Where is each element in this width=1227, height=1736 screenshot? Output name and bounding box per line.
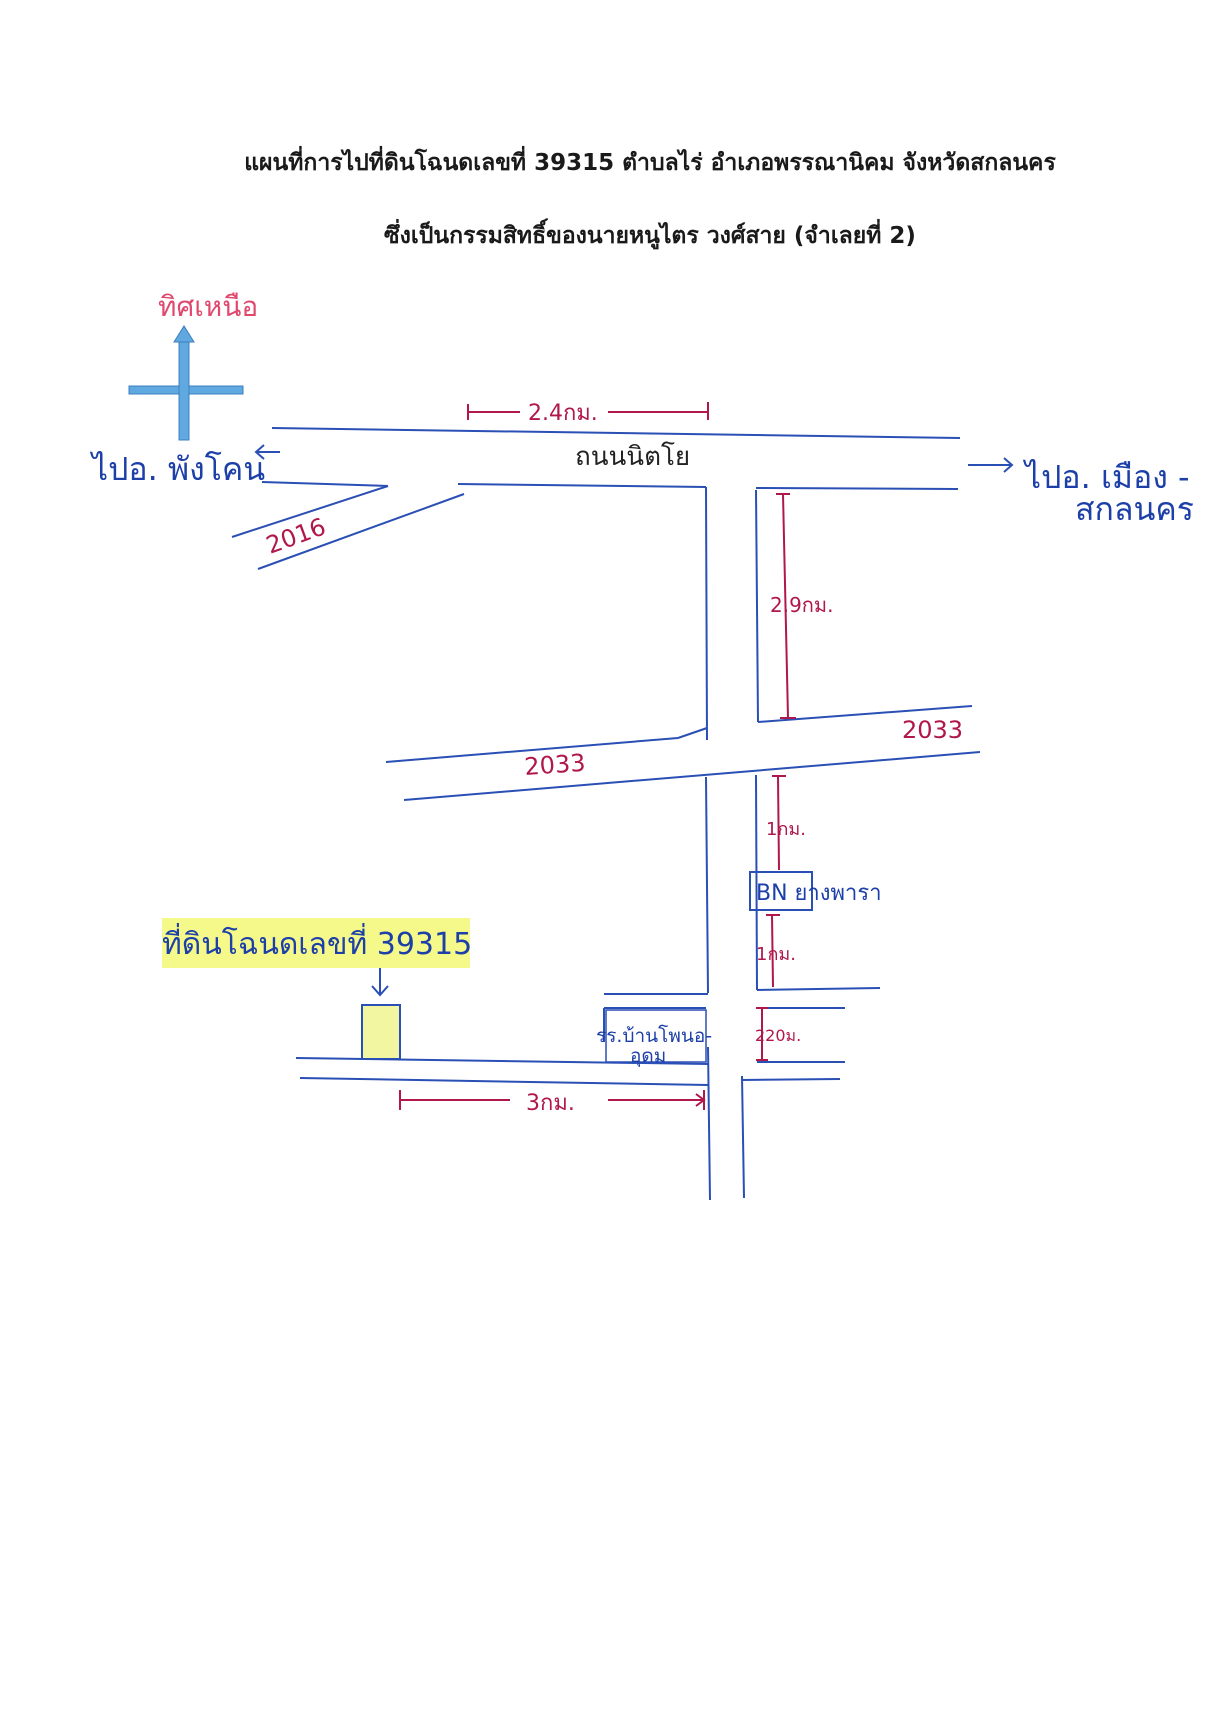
school-marker — [605, 1009, 707, 1063]
map-title-line-1: แผนที่การไปที่ดินโฉนดเลขที่ 39315 ตำบลไร… — [244, 150, 1056, 176]
arrow-west-icon — [254, 444, 280, 460]
dimension-220m — [756, 1007, 768, 1061]
distance-1km-lower: 1กม. — [756, 944, 796, 965]
main-road-name: ถนนนิตโย — [575, 441, 690, 472]
road-2016 — [231, 485, 465, 570]
parcel-label-highlight — [162, 918, 470, 968]
school-label-1: รร.บ้านโพนอ- — [596, 1024, 712, 1047]
label-to-mueang-1: ไปอ. เมือง - — [1022, 458, 1190, 496]
label-to-phang-khon: ไปอ. พังโคน — [89, 450, 265, 488]
arrow-east-icon — [968, 457, 1014, 473]
right-branch-road — [757, 705, 973, 723]
parcel-label: ที่ดินโฉนดเลขที่ 39315 — [162, 923, 472, 962]
road-2016-label: 2016 — [262, 512, 329, 559]
distance-2-9km: 2.9กม. — [770, 593, 833, 617]
rubber-shop-label: BN ยางพารา — [756, 881, 882, 906]
school-label-2: อุดม — [630, 1045, 666, 1068]
label-to-mueang-2: สกลนคร — [1075, 490, 1194, 528]
dimension-2-4km — [467, 402, 709, 420]
distance-220m: 220ม. — [755, 1026, 801, 1045]
dimension-3km — [399, 1090, 706, 1110]
road-2033 — [385, 727, 981, 801]
road-2033-right-label: 2033 — [902, 716, 963, 744]
distance-2-4km: 2.4กม. — [528, 401, 598, 426]
road-2033-left-label: 2033 — [523, 749, 586, 781]
central-road — [705, 486, 759, 1201]
land-parcel-marker — [361, 1004, 401, 1060]
map-title-line-2: ซึ่งเป็นกรรมสิทธิ์ของนายหนูไตร วงศ์สาย (… — [384, 223, 916, 249]
north-compass-icon — [128, 325, 244, 441]
dimension-1km-upper — [772, 775, 786, 871]
rubber-shop-marker — [749, 871, 813, 911]
distance-1km-upper: 1กม. — [766, 819, 806, 840]
north-label: ทิศเหนือ — [158, 290, 258, 323]
main-road — [261, 427, 961, 490]
dimension-1km-lower — [766, 914, 780, 988]
distance-3km: 3กม. — [526, 1091, 575, 1116]
dimension-2-9km — [776, 493, 796, 719]
